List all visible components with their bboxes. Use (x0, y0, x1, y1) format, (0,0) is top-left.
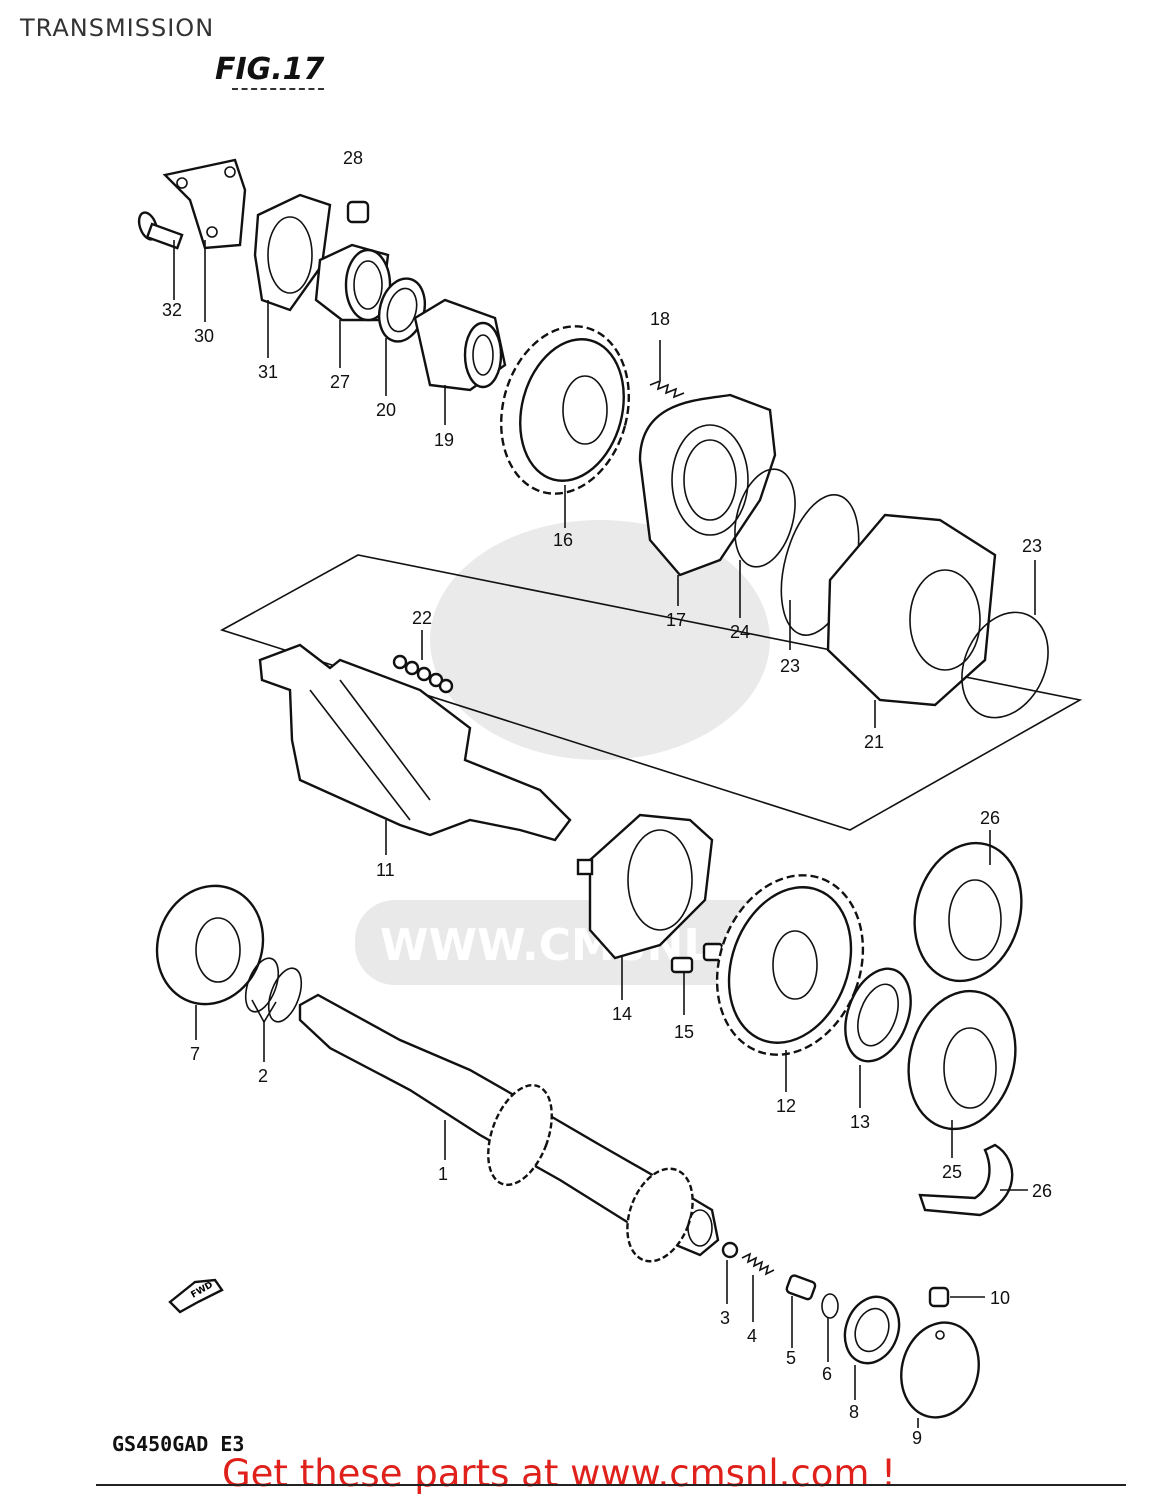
parts-link[interactable]: Get these parts at www.cmsnl.com ! (222, 1452, 897, 1495)
subassembly-outline (219, 554, 1083, 831)
part-gasket[interactable] (253, 193, 332, 312)
callout-17: 17 (666, 610, 686, 630)
callout-22: 22 (412, 608, 432, 628)
fwd-arrow-icon: FWD (168, 1278, 224, 1314)
part-countershaft-1[interactable] (298, 993, 720, 1270)
callout-30: 30 (194, 326, 214, 346)
part-key-15[interactable] (670, 942, 724, 974)
callout-7: 7 (190, 1044, 200, 1064)
callout-6: 6 (822, 1364, 832, 1384)
callout-27: 26 (980, 808, 1000, 828)
callout-31: 31 (258, 362, 278, 382)
callout-2: 2 (258, 1066, 268, 1086)
part-ball-3[interactable] (721, 1241, 739, 1259)
callout-10: 10 (990, 1288, 1010, 1308)
callout-16: 16 (553, 530, 573, 550)
part-gear-12[interactable] (693, 855, 887, 1076)
callout-19: 19 (434, 430, 454, 450)
figure-title-underline (232, 88, 324, 90)
callout-1: 1 (438, 1164, 448, 1184)
callout-29: 28 (343, 148, 363, 168)
callout-4: 4 (747, 1326, 757, 1346)
part-plunger-5[interactable] (785, 1274, 817, 1301)
part-spring-18[interactable] (649, 379, 685, 399)
callout-12: 12 (776, 1096, 796, 1116)
bottom-divider (96, 1484, 1126, 1486)
part-screw[interactable] (136, 210, 184, 250)
callout-18: 18 (650, 309, 670, 329)
part-washer-8[interactable] (836, 1289, 908, 1371)
callout-20: 20 (376, 400, 396, 420)
callout-5: 5 (786, 1348, 796, 1368)
part-bearing-7[interactable] (141, 871, 280, 1019)
section-title: TRANSMISSION (20, 14, 215, 42)
part-dog-hub[interactable] (826, 513, 997, 707)
part-gear-16[interactable] (483, 312, 647, 508)
part-clip-6[interactable] (821, 1293, 839, 1319)
part-bushing[interactable] (413, 298, 507, 392)
part-circlip-24[interactable] (725, 462, 805, 573)
part-dowel-pin-29[interactable] (346, 200, 370, 224)
callout-32: 32 (162, 300, 182, 320)
callout-13: 13 (850, 1112, 870, 1132)
callout-3: 3 (720, 1308, 730, 1328)
part-bearing-25[interactable] (894, 979, 1031, 1141)
callout-26: 26 (1032, 1181, 1052, 1201)
callout-11: 11 (376, 860, 395, 880)
part-washer-20[interactable] (372, 273, 431, 346)
callout-28: 27 (330, 372, 350, 392)
part-ring-23b[interactable] (946, 598, 1065, 732)
callout-23b: 23 (1022, 536, 1042, 556)
part-cover-plate[interactable] (162, 158, 247, 250)
model-code: GS450GAD E3 (112, 1432, 245, 1456)
callout-14: 14 (612, 1004, 632, 1024)
callout-25: 25 (942, 1162, 962, 1182)
part-spring-4[interactable] (741, 1252, 775, 1276)
part-circlips-2[interactable] (239, 954, 307, 1026)
part-flange-14[interactable] (576, 813, 714, 960)
part-balls-22[interactable] (392, 654, 454, 694)
callout-8: 8 (849, 1402, 859, 1422)
figure-title: FIG.17 (215, 52, 325, 87)
callout-labels: 32 30 31 27 20 19 28 18 16 17 24 23 23 2… (162, 148, 1052, 1448)
part-shaft-11[interactable] (258, 643, 572, 842)
callout-9: 9 (912, 1428, 922, 1448)
part-cap-9[interactable] (891, 1314, 989, 1426)
part-bearing-27[interactable] (900, 831, 1037, 993)
callout-21: 21 (864, 732, 884, 752)
callout-15: 15 (674, 1022, 694, 1042)
leader-lines (173, 240, 1036, 1428)
part-dowel-pin-10[interactable] (928, 1286, 950, 1308)
part-half-ring-26[interactable] (918, 1143, 1014, 1217)
part-washer-13[interactable] (833, 960, 922, 1071)
callout-24: 24 (730, 622, 750, 642)
part-plate-17[interactable] (638, 393, 777, 577)
callout-23a: 23 (780, 656, 800, 676)
